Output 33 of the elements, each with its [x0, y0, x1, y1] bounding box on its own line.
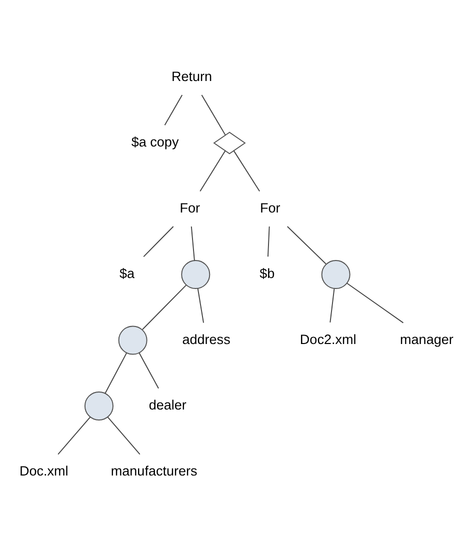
node-text: For: [180, 200, 200, 215]
connector: [267, 226, 270, 257]
node-text: Doc2.xml: [300, 331, 356, 346]
node-text: $b: [260, 266, 275, 281]
connector: [164, 94, 183, 126]
node-text: manufacturers: [110, 462, 198, 478]
connector: [138, 352, 159, 388]
node-text: For: [260, 200, 280, 215]
node-text: Return: [171, 68, 212, 84]
node-bowtie: [213, 131, 246, 154]
node-text: $a: [119, 266, 135, 281]
node-circle: [84, 390, 114, 420]
connector: [233, 150, 260, 192]
connector: [142, 284, 187, 330]
connector: [190, 226, 195, 260]
connector: [58, 416, 91, 454]
node-text: Doc.xml: [19, 462, 68, 478]
node-text: manager: [400, 331, 454, 346]
node-text: dealer: [148, 397, 186, 412]
connector: [200, 150, 226, 192]
connector: [197, 287, 204, 323]
connector: [104, 352, 128, 394]
node-circle: [321, 260, 350, 288]
connector: [143, 226, 174, 257]
connector: [346, 282, 404, 323]
node-text: $a copy: [131, 134, 179, 150]
connector: [201, 94, 226, 135]
node-text: address: [182, 331, 230, 346]
node-circle: [181, 260, 210, 288]
connector: [330, 288, 335, 322]
node-circle: [118, 325, 148, 354]
connector: [107, 416, 140, 454]
connector: [286, 226, 326, 264]
